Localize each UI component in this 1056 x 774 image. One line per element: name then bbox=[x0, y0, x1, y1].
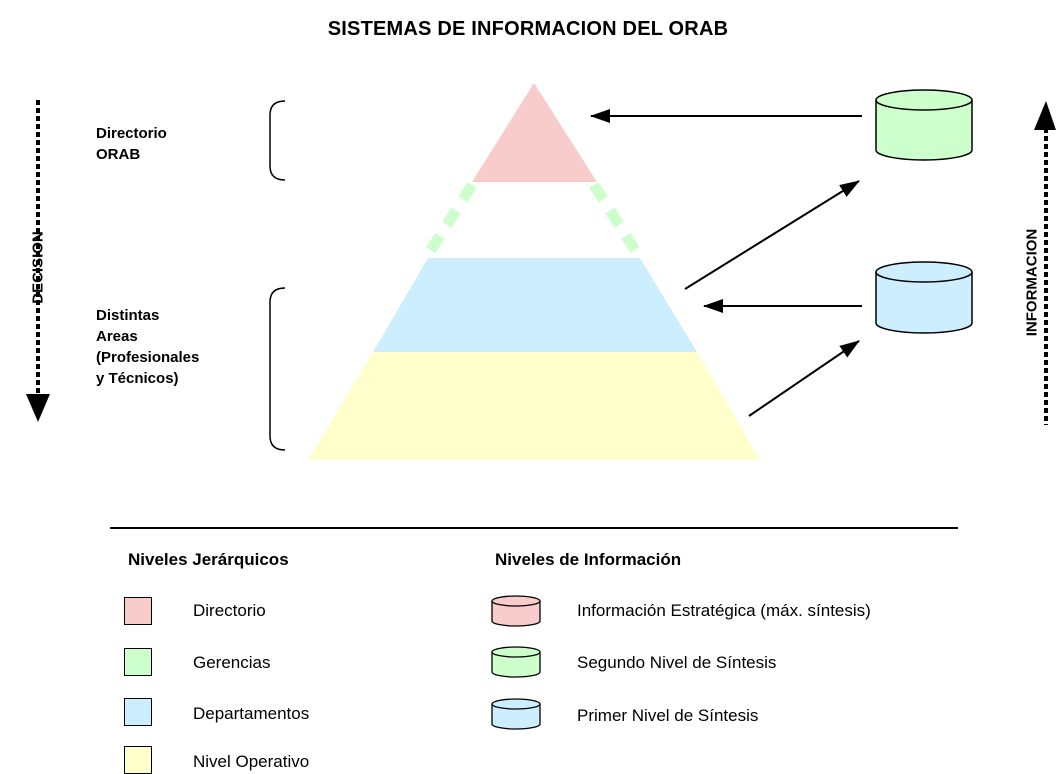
legend-hierarchical-heading: Niveles Jerárquicos bbox=[128, 550, 289, 569]
legend-label-departamentos: Departamentos bbox=[193, 704, 310, 723]
legend-label-segundo-nivel: Segundo Nivel de Síntesis bbox=[577, 653, 777, 672]
pyramid-gerencias-right-edge bbox=[589, 182, 645, 261]
informacion-label: INFORMACION bbox=[1023, 228, 1041, 337]
informacion-arrow-head bbox=[1034, 101, 1056, 130]
pyramid-gerencias-left-edge bbox=[421, 182, 477, 261]
legend-swatch-departamentos bbox=[124, 698, 152, 726]
pyramid-directorio-layer bbox=[472, 83, 597, 182]
decision-arrow-head bbox=[26, 394, 50, 422]
legend-label-gerencias: Gerencias bbox=[193, 653, 271, 672]
legend-label-directorio: Directorio bbox=[193, 601, 266, 620]
legend-swatch-gerencias bbox=[124, 648, 152, 676]
label-directorio-orab: Directorio ORAB bbox=[96, 125, 167, 163]
cylinder-segundo-nivel bbox=[875, 89, 973, 161]
arrow-from-departamentos-to-segundo bbox=[684, 180, 860, 290]
legend-swatch-directorio bbox=[124, 597, 152, 625]
bracket-areas bbox=[269, 287, 286, 451]
bracket-directorio bbox=[269, 100, 286, 181]
legend-information-heading: Niveles de Información bbox=[495, 550, 682, 569]
arrow-from-operativo-to-primer bbox=[748, 340, 860, 417]
cylinder-primer-nivel bbox=[875, 261, 973, 334]
legend-label-primer-nivel: Primer Nivel de Síntesis bbox=[577, 706, 759, 725]
legend-label-operativo: Nivel Operativo bbox=[193, 752, 310, 771]
legend-label-estrategica: Información Estratégica (máx. síntesis) bbox=[577, 601, 871, 620]
legend-swatch-operativo bbox=[124, 746, 152, 774]
pyramid-operativo-layer bbox=[308, 352, 760, 460]
page-title: SISTEMAS DE INFORMACION DEL ORAB bbox=[327, 18, 729, 40]
legend-cylinder-estrategica bbox=[491, 595, 541, 627]
legend-cylinder-primer bbox=[491, 698, 541, 730]
decision-label: DECISION bbox=[29, 231, 47, 304]
label-distintas-areas: Distintas Areas (Profesionales y Técnico… bbox=[96, 307, 200, 387]
pyramid-departamentos-layer bbox=[373, 258, 697, 352]
legend-cylinder-segundo bbox=[491, 646, 541, 678]
